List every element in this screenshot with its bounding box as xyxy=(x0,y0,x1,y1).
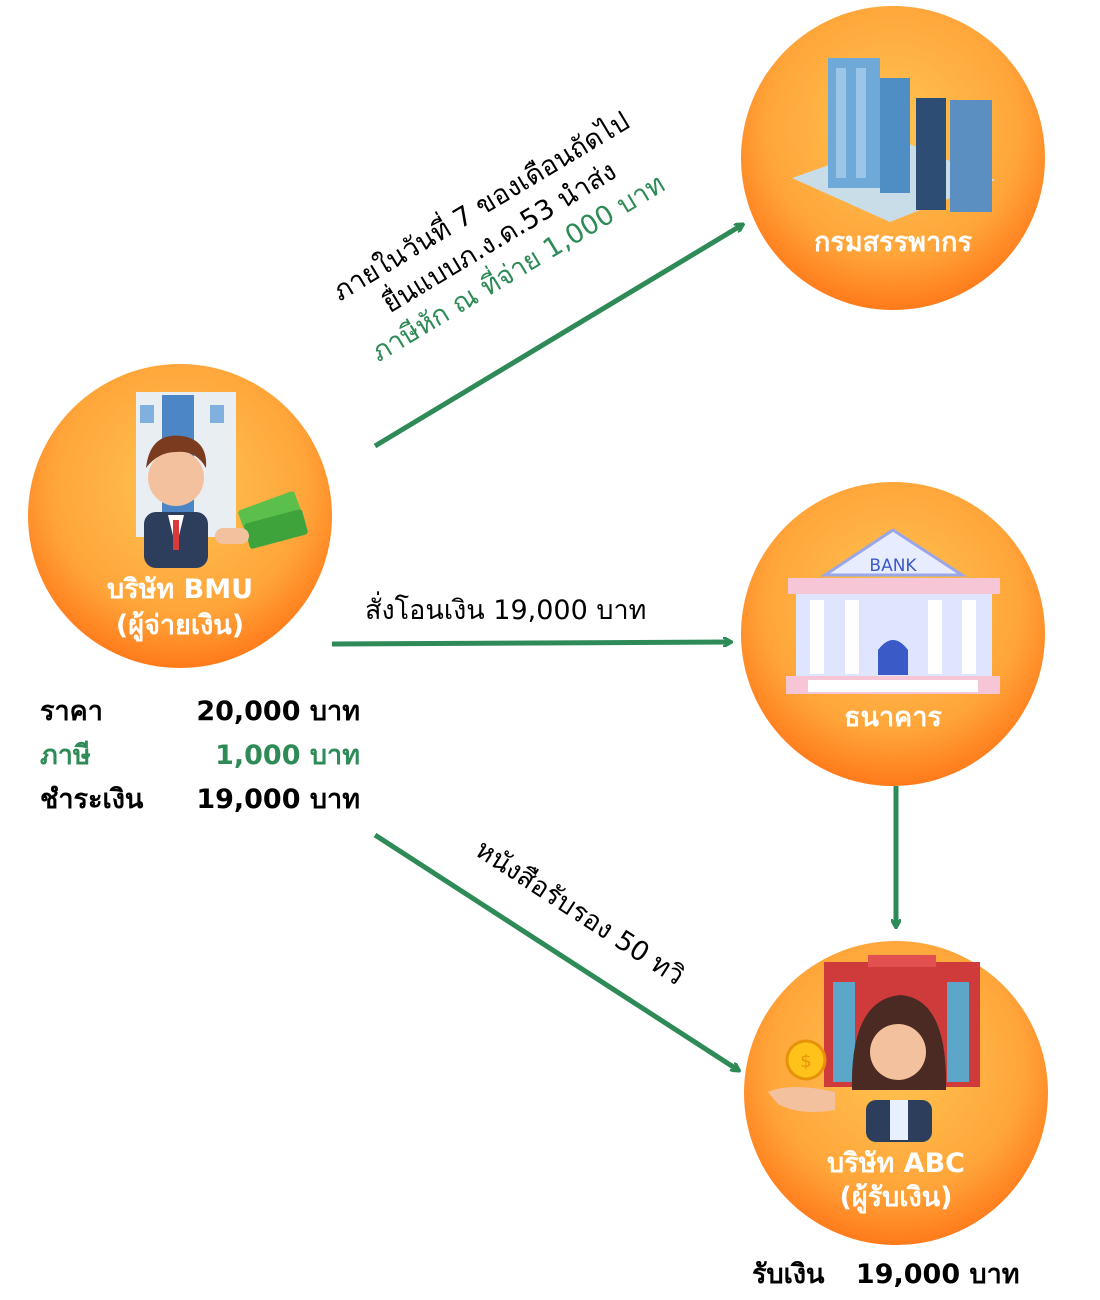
government-buildings-icon xyxy=(792,58,995,222)
bank-sign: BANK xyxy=(869,556,917,576)
arrow-payer-to-payee xyxy=(373,832,738,1070)
payee-name: บริษัท ABC xyxy=(827,1148,965,1179)
tax-row: ภาษี 1,000 บาท xyxy=(40,734,360,778)
receive-summary: รับเงิน 19,000 บาท xyxy=(752,1252,1020,1295)
payment-row: ชำระเงิน 19,000 บาท xyxy=(40,778,360,822)
arrow-payer-to-bank xyxy=(331,642,730,644)
payment-value: 19,000 บาท xyxy=(196,784,360,815)
payer-role: (ผู้จ่ายเงิน) xyxy=(116,610,244,642)
payment-summary: ราคา 20,000 บาท ภาษี 1,000 บาท ชำระเงิน … xyxy=(40,690,360,822)
transfer-text: สั่งโอนเงิน 19,000 บาท xyxy=(365,591,646,626)
bank-node: BANK ธนาคาร xyxy=(741,482,1045,786)
price-label: ราคา xyxy=(40,696,103,727)
payee-role: (ผู้รับเงิน) xyxy=(839,1182,952,1214)
payer-node: บริษัท BMU (ผู้จ่ายเงิน) xyxy=(28,364,332,668)
businesswoman-icon xyxy=(851,995,947,1142)
cash-icon xyxy=(215,491,308,549)
bank-label: ธนาคาร xyxy=(844,702,942,733)
revenue-dept-label: กรมสรรพากร xyxy=(814,227,972,258)
receive-value: 19,000 บาท xyxy=(855,1259,1020,1290)
arrow-payer-to-revenue xyxy=(373,225,742,449)
svg-text:$: $ xyxy=(800,1051,811,1072)
bank-building-icon xyxy=(786,528,1000,694)
price-row: ราคา 20,000 บาท xyxy=(40,690,360,734)
revenue-dept-node: กรมสรรพากร xyxy=(741,6,1045,310)
revenue-flow-labels: ภายในวันที่ 7 ของเดือนถัดไป ยื่นแบบภ.ง.ด… xyxy=(325,102,670,368)
receive-label: รับเงิน xyxy=(752,1259,825,1290)
tax-label: ภาษี xyxy=(40,740,91,771)
tax-value: 1,000 บาท xyxy=(215,740,360,771)
gold-coin-icon: $ xyxy=(768,1039,835,1112)
payer-name: บริษัท BMU xyxy=(107,574,253,605)
price-value: 20,000 บาท xyxy=(196,696,360,727)
payment-label: ชำระเงิน xyxy=(40,784,144,815)
payee-node: $ บริษัท ABC (ผู้รับเงิน) xyxy=(744,941,1048,1245)
businessman-icon xyxy=(144,435,208,568)
